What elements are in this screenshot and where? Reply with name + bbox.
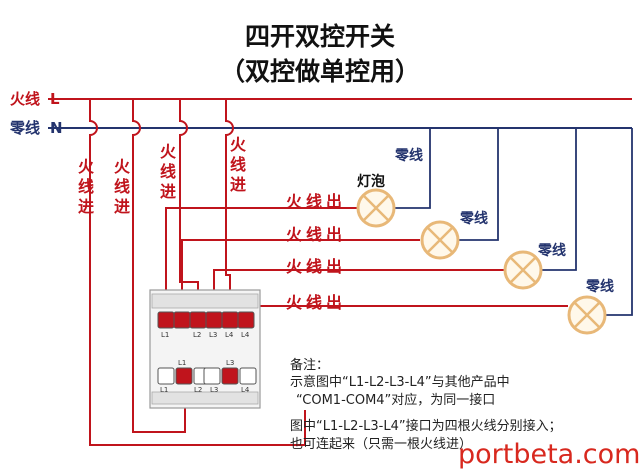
wire-in-char: 进 [230, 175, 246, 194]
terminal-bottom-3 [203, 367, 221, 385]
live-in-wires [89, 99, 306, 446]
neutral-bus-letter: N [50, 119, 63, 137]
wire-in-char: 线 [230, 155, 246, 174]
note-line-2: “COM1-COM4”对应，为同一接口 [296, 392, 495, 408]
terminal-top-l1 [157, 311, 175, 329]
live-bus-label: 火线 [10, 90, 40, 108]
title-line-1: 四开双控开关 [245, 22, 395, 51]
terminal-top-l4b [237, 311, 255, 329]
lamp-neutral-wires [395, 128, 633, 316]
wire-in-char: 进 [114, 197, 130, 216]
terminal-bottom-4 [239, 367, 257, 385]
bulb-cross [363, 195, 389, 221]
live-out-wire-1 [165, 207, 358, 312]
note-line-3: 图中“L1-L2-L3-L4”接口为四根火线分别接入； [290, 418, 562, 434]
live-in-wire-4 [225, 99, 234, 312]
terminal-bottom-l3 [221, 367, 239, 385]
terminal-top-label: L3 [209, 331, 217, 339]
wire-in-char: 线 [78, 177, 94, 196]
terminal-top-l3 [189, 311, 207, 329]
watermark: portbeta.com [458, 439, 640, 470]
bottom-mark-l1: L1 [178, 359, 186, 367]
terminal-bottom-label: L4 [241, 386, 250, 394]
lamp-4 [567, 295, 607, 335]
bulb-cross [574, 302, 600, 328]
live-in-wire-3 [179, 99, 199, 312]
live-bus-letter: L [50, 90, 60, 108]
top-terminal-row: L1 L2 L3 L4 L4 [157, 311, 255, 339]
wire-out-label-2: 火线出 [286, 225, 346, 244]
neutral-wire-1 [395, 128, 431, 209]
switch-bottom-rail [151, 391, 259, 405]
live-in-wire-2 [132, 99, 186, 433]
lamp-2 [420, 220, 460, 260]
wire-in-char: 火 [114, 157, 131, 176]
terminal-top-label: L4 [241, 331, 250, 339]
switch-top-rail [151, 293, 259, 309]
lamp-3 [503, 250, 543, 290]
bottom-mark-l3: L3 [226, 359, 234, 367]
terminal-bottom-label: L2 [194, 386, 202, 394]
switch-module: L1 L2 L3 L4 L4 L1 L3 L1 L2 L3 L4 [149, 289, 261, 409]
terminal-bottom-label: L1 [160, 386, 168, 394]
wire-in-label-2: 火 线 进 [114, 157, 131, 216]
terminal-top-label: L2 [193, 331, 201, 339]
note-line-1: 示意图中“L1-L2-L3-L4”与其他产品中 [290, 374, 510, 390]
lamp-1 [356, 188, 396, 228]
live-out-wire-2 [181, 239, 420, 312]
terminal-bottom-l1 [175, 367, 193, 385]
neutral-wire-4 [605, 128, 633, 316]
neutral-label-4: 零线 [585, 278, 614, 295]
neutral-label-1: 零线 [394, 147, 423, 164]
bulb-cross [427, 227, 453, 253]
wire-in-char: 火 [230, 135, 247, 154]
wire-in-char: 火 [160, 142, 177, 161]
wire-in-char: 火 [78, 157, 95, 176]
bottom-terminal-row: L1 L3 L1 L2 L3 L4 [157, 359, 257, 394]
live-in-wire-1 [89, 99, 306, 446]
terminal-bottom-1 [157, 367, 175, 385]
wire-out-label-3: 火线出 [286, 257, 346, 276]
neutral-label-3: 零线 [537, 242, 566, 259]
wire-in-label-1: 火 线 进 [78, 157, 95, 216]
note-heading: 备注： [290, 357, 329, 373]
wire-in-char: 线 [114, 177, 130, 196]
terminal-top-label: L4 [225, 331, 234, 339]
wire-in-char: 线 [160, 162, 176, 181]
note-line-4: 也可连起来（只需一根火线进） [290, 436, 472, 452]
lamp-label: 灯泡 [357, 173, 385, 190]
neutral-label-2: 零线 [459, 210, 488, 227]
neutral-bus-label: 零线 [9, 119, 40, 137]
wire-in-char: 进 [160, 182, 176, 201]
wire-in-label-4: 火 线 进 [230, 135, 247, 194]
bulb-cross [510, 257, 536, 283]
switch-body [149, 289, 261, 409]
terminal-top-l2 [173, 311, 191, 329]
terminal-top-label: L1 [161, 331, 169, 339]
wire-out-label-1: 火线出 [286, 192, 346, 211]
terminal-top-l3b [221, 311, 239, 329]
terminal-bottom-label: L3 [210, 386, 218, 394]
wire-in-label-3: 火 线 进 [160, 142, 177, 201]
neutral-wire-2 [458, 128, 499, 241]
title-line-2: （双控做单控用） [220, 57, 420, 86]
wire-out-label-4: 火线出 [286, 293, 346, 312]
neutral-wire-3 [540, 128, 577, 271]
wire-in-char: 进 [78, 197, 94, 216]
terminal-top-l4 [205, 311, 223, 329]
